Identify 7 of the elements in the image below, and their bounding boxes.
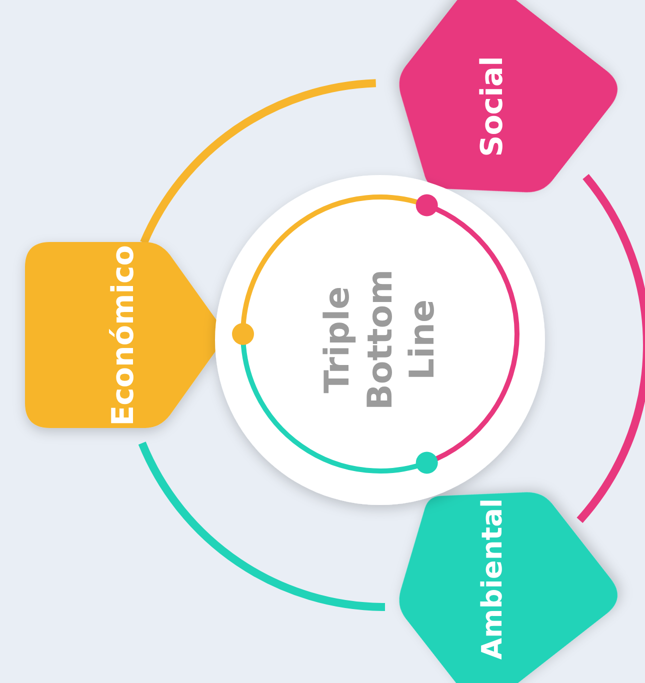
connector-arc bbox=[576, 174, 645, 523]
connector-arc bbox=[140, 79, 376, 244]
pillar-label: Social bbox=[474, 56, 511, 156]
pillar-label: Económico bbox=[104, 244, 142, 426]
pillar-label: Ambiental bbox=[474, 498, 510, 660]
center-title: Triple Bottom Line bbox=[316, 268, 444, 412]
connector-arc bbox=[138, 441, 386, 611]
